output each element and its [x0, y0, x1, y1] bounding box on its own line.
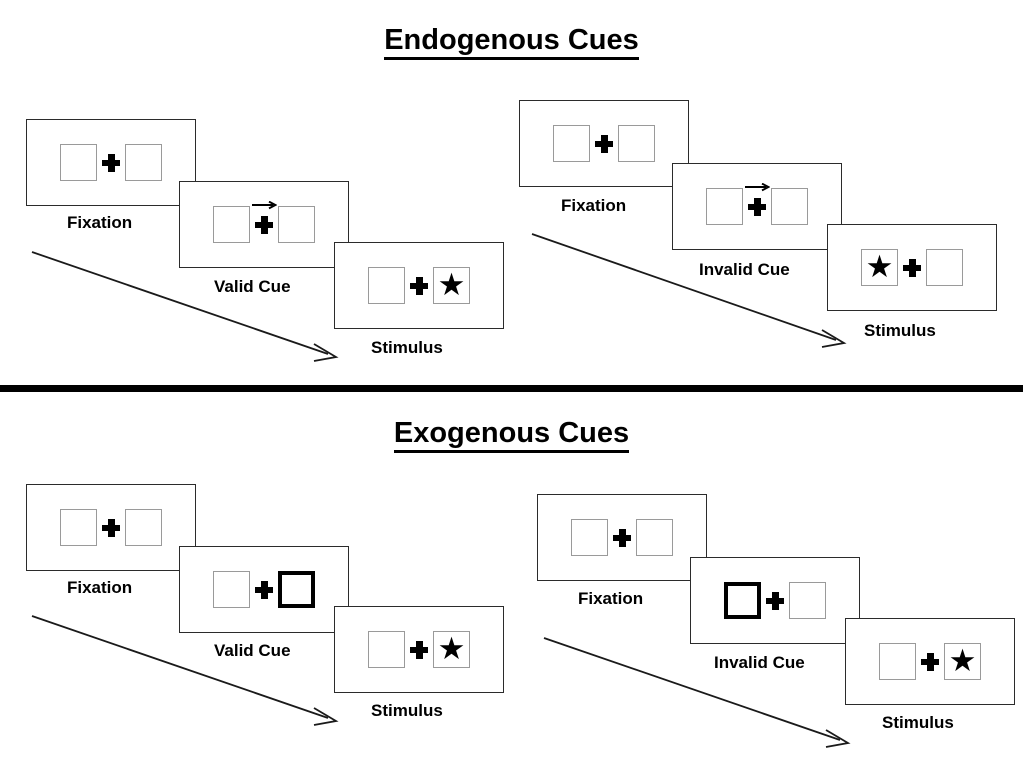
left-box — [571, 519, 608, 556]
star-icon: ★ — [437, 631, 466, 666]
right-arrow-icon — [252, 200, 277, 209]
fixation-cross-area — [405, 640, 433, 659]
right-box — [926, 249, 963, 286]
fixation-cross-icon — [102, 153, 120, 172]
fixation-cross-area — [250, 200, 278, 234]
left-box — [368, 631, 405, 668]
fixation-cross-area — [250, 580, 278, 599]
fixation-cross-area — [405, 276, 433, 295]
time-arrow-exogenous-left — [31, 615, 339, 726]
fixation-cross-area — [761, 591, 789, 610]
right-arrow-icon — [745, 182, 770, 191]
left-box-cue — [724, 582, 761, 619]
right-box — [789, 582, 826, 619]
fixation-cross-area — [97, 518, 125, 537]
right-box: ★ — [433, 631, 470, 668]
time-arrow-endogenous-left — [31, 251, 339, 362]
fixation-cross-area — [97, 153, 125, 172]
panel-exogenous-valid-fixation — [26, 484, 196, 571]
fixation-cross-icon — [255, 580, 273, 599]
star-icon: ★ — [865, 249, 894, 284]
label-exogenous-invalid-fixation: Fixation — [578, 589, 644, 608]
label-exogenous-valid-cue: Valid Cue — [214, 641, 291, 660]
label-endogenous-invalid-fixation: Fixation — [561, 196, 627, 215]
fixation-cross-area — [590, 134, 618, 153]
label-endogenous-valid-cue: Valid Cue — [214, 277, 291, 296]
left-box — [213, 206, 250, 243]
panel-exogenous-valid-stimulus: ★ — [334, 606, 504, 693]
label-exogenous-valid-stimulus: Stimulus — [371, 701, 443, 720]
label-exogenous-invalid-stimulus: Stimulus — [882, 713, 954, 732]
left-box — [213, 571, 250, 608]
label-endogenous-valid-stimulus: Stimulus — [371, 338, 443, 357]
fixation-cross-area — [916, 652, 944, 671]
panel-exogenous-invalid-stimulus: ★ — [845, 618, 1015, 705]
panel-exogenous-valid-cue — [179, 546, 349, 633]
section-title-exogenous: Exogenous Cues — [0, 417, 1023, 453]
section-divider — [0, 385, 1023, 392]
fixation-cross-area — [898, 258, 926, 277]
fixation-cross-icon — [748, 197, 766, 216]
label-endogenous-invalid-cue: Invalid Cue — [699, 260, 790, 279]
flash-cue-box — [278, 571, 315, 608]
time-arrow-exogenous-right — [543, 637, 851, 748]
flash-cue-box — [724, 582, 761, 619]
panel-endogenous-valid-stimulus: ★ — [334, 242, 504, 329]
fixation-cross-icon — [921, 652, 939, 671]
panel-endogenous-invalid-fixation — [519, 100, 689, 187]
fixation-cross-area — [608, 528, 636, 547]
fixation-cross-icon — [595, 134, 613, 153]
fixation-cross-icon — [410, 276, 428, 295]
fixation-cross-icon — [903, 258, 921, 277]
fixation-cross-area — [743, 182, 771, 216]
label-exogenous-invalid-cue: Invalid Cue — [714, 653, 805, 672]
fixation-cross-icon — [255, 215, 273, 234]
right-box — [636, 519, 673, 556]
left-box — [60, 509, 97, 546]
right-box — [618, 125, 655, 162]
fixation-cross-icon — [766, 591, 784, 610]
fixation-cross-icon — [613, 528, 631, 547]
panel-endogenous-valid-cue — [179, 181, 349, 268]
panel-endogenous-valid-fixation — [26, 119, 196, 206]
time-arrow-endogenous-right — [531, 233, 847, 348]
right-box — [278, 206, 315, 243]
right-box: ★ — [944, 643, 981, 680]
panel-exogenous-invalid-cue — [690, 557, 860, 644]
label-endogenous-invalid-stimulus: Stimulus — [864, 321, 936, 340]
right-box-cue — [278, 571, 315, 608]
label-exogenous-valid-fixation: Fixation — [67, 578, 133, 597]
left-box: ★ — [861, 249, 898, 286]
label-endogenous-valid-fixation: Fixation — [67, 213, 133, 232]
star-icon: ★ — [948, 643, 977, 678]
left-box — [368, 267, 405, 304]
left-box — [879, 643, 916, 680]
panel-endogenous-invalid-cue — [672, 163, 842, 250]
left-box — [553, 125, 590, 162]
fixation-cross-icon — [410, 640, 428, 659]
section-title-endogenous: Endogenous Cues — [0, 24, 1023, 60]
right-box: ★ — [433, 267, 470, 304]
left-box — [60, 144, 97, 181]
fixation-cross-icon — [102, 518, 120, 537]
panel-endogenous-invalid-stimulus: ★ — [827, 224, 997, 311]
right-box — [771, 188, 808, 225]
left-box — [706, 188, 743, 225]
right-box — [125, 509, 162, 546]
panel-exogenous-invalid-fixation — [537, 494, 707, 581]
section-title-exogenous-text: Exogenous Cues — [393, 417, 630, 453]
right-box — [125, 144, 162, 181]
star-icon: ★ — [437, 267, 466, 302]
section-title-endogenous-text: Endogenous Cues — [384, 24, 639, 60]
